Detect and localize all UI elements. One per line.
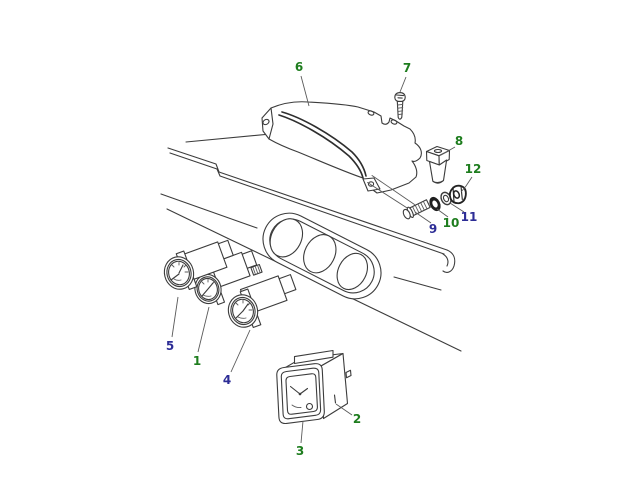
callout-leader-11	[449, 202, 465, 213]
callout-label-9: 9	[429, 222, 437, 236]
mounting-bracket-part-6	[261, 101, 422, 210]
callout-leader-6	[300, 75, 310, 107]
gauge-bezel-plate	[262, 212, 382, 300]
callout-label-4: 4	[223, 373, 231, 387]
nut-part-12	[448, 184, 467, 205]
gauge-part-5	[163, 239, 234, 291]
callout-label-2: 2	[353, 412, 361, 426]
callout-label-1: 1	[193, 354, 201, 368]
callout-label-5: 5	[166, 339, 174, 353]
callout-label-12: 12	[465, 162, 482, 176]
callout-label-7: 7	[403, 61, 411, 75]
callout-leader-2	[335, 403, 353, 416]
gauge-part-4	[227, 263, 297, 329]
callout-leader-4	[230, 329, 251, 373]
callout-leader-5	[171, 296, 179, 338]
callout-leader-7	[399, 76, 407, 93]
callout-label-3: 3	[296, 444, 304, 458]
callout-label-6: 6	[295, 60, 303, 74]
callout-label-11: 11	[461, 210, 478, 224]
washer-part-10	[429, 196, 441, 212]
callout-leader-10	[436, 208, 449, 218]
callout-label-10: 10	[443, 216, 460, 230]
callout-label-8: 8	[455, 134, 463, 148]
callout-leader-3	[300, 420, 304, 444]
bolt-part-9	[402, 199, 431, 220]
callout-leader-1	[197, 306, 210, 353]
callout-leader-9	[414, 211, 432, 224]
callout-leader-12	[460, 176, 473, 193]
callout-leader-8	[440, 146, 456, 156]
clock-part-2-3	[276, 349, 352, 425]
screw-part-7	[394, 92, 406, 120]
